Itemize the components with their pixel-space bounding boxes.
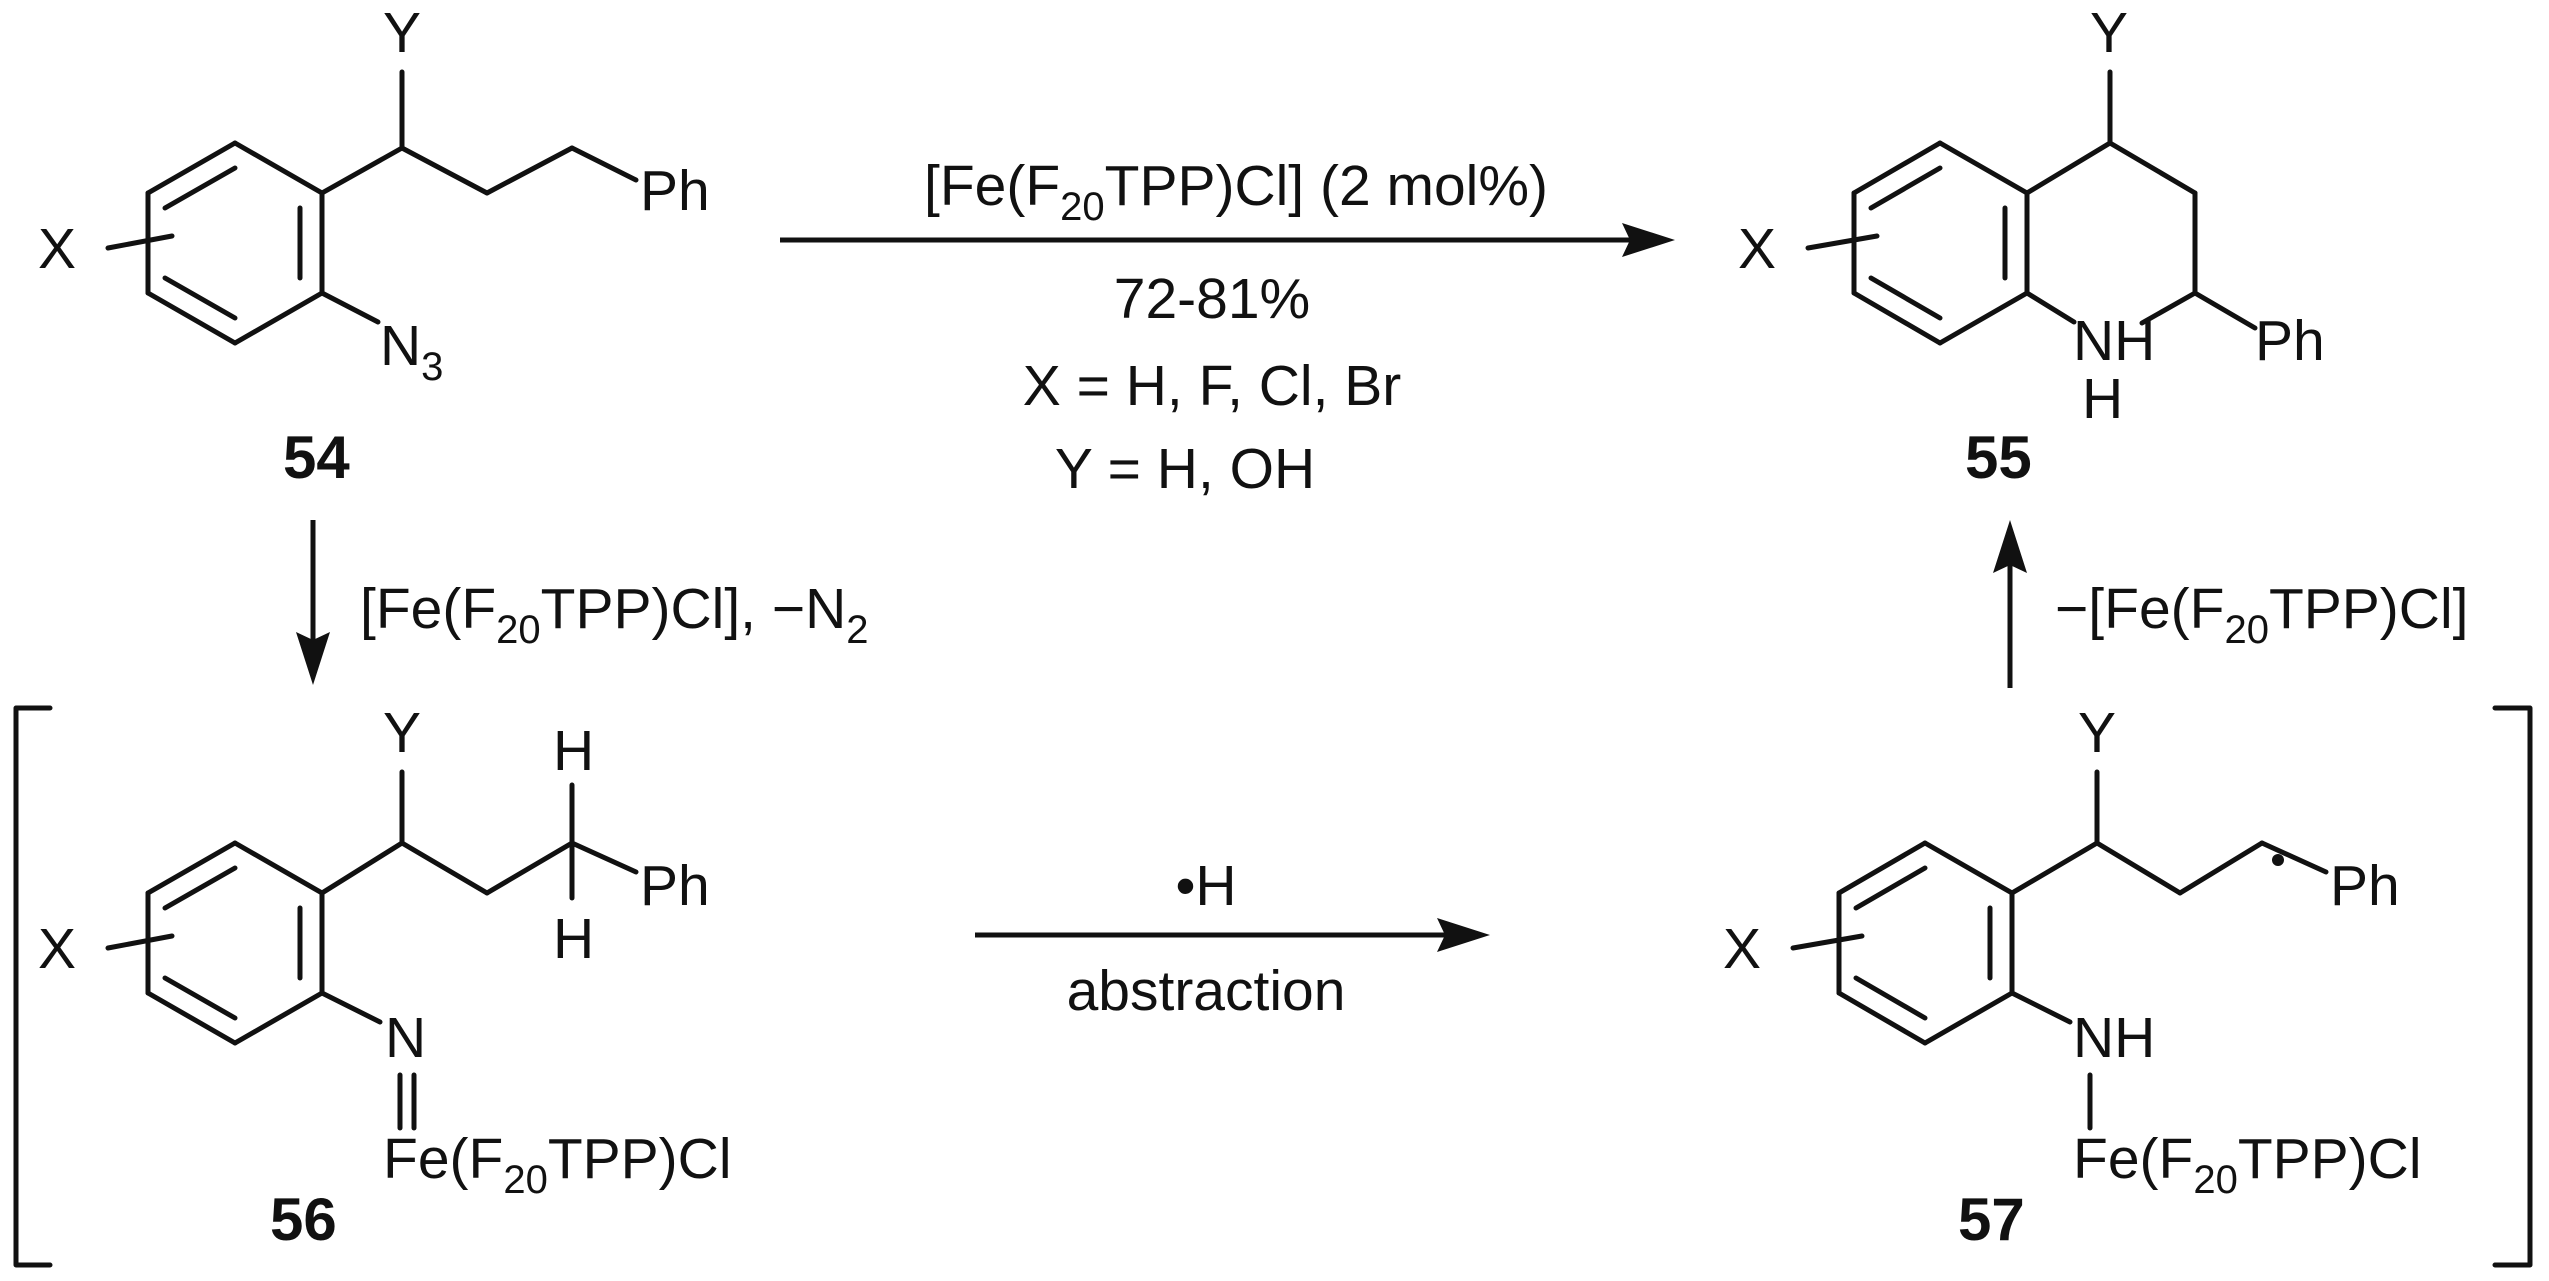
iron-porphyrin: Fe(F20TPP)Cl xyxy=(383,1127,732,1202)
chain-bond-4 xyxy=(569,145,639,183)
catalyst-loading: [Fe(F20TPP)Cl] (2 mol%) xyxy=(924,154,1548,229)
benzene-ring xyxy=(1836,840,2015,1046)
chain-bond-2 xyxy=(2094,840,2183,896)
saturated-ring xyxy=(2024,140,2198,326)
compound-55: X Y Ph NH H 55 xyxy=(1738,1,2325,491)
compound-number-55: 55 xyxy=(1965,424,2032,491)
chain-bond-3 xyxy=(484,145,575,196)
amine-h: H xyxy=(2082,367,2123,431)
bracket-left xyxy=(13,705,53,1268)
chain-bond-4 xyxy=(2259,840,2329,875)
azide-bond xyxy=(319,290,381,325)
phenyl-label: Ph xyxy=(2255,309,2325,373)
hydrogen-atom: •H xyxy=(1175,854,1236,918)
chain-bond-3 xyxy=(484,840,575,896)
x-label: X xyxy=(38,217,76,281)
compound-number-57: 57 xyxy=(1958,1186,2025,1253)
nh-label: NH xyxy=(2073,1006,2155,1070)
arrow-middle xyxy=(975,918,1490,952)
arrow-left xyxy=(296,520,330,685)
conditions-right: −[Fe(F20TPP)Cl] xyxy=(2055,577,2468,652)
bracket-right xyxy=(2492,705,2533,1268)
arrow-right xyxy=(1993,520,2027,688)
h-top-label: H xyxy=(553,719,594,783)
phenyl-label: Ph xyxy=(2330,854,2400,918)
chain-bond-1 xyxy=(319,840,405,896)
x-definition: X = H, F, Cl, Br xyxy=(1023,354,1402,418)
chain-bond-2 xyxy=(399,145,490,196)
phenyl-label: Ph xyxy=(640,159,710,223)
chain-bond-2 xyxy=(399,840,490,896)
x-label: X xyxy=(38,917,76,981)
compound-number-54: 54 xyxy=(283,424,350,491)
benzene-ring xyxy=(145,140,325,346)
y-label: Y xyxy=(383,701,421,765)
imine-n: N xyxy=(385,1006,426,1070)
chain-bond-1 xyxy=(2009,840,2100,896)
yield-range: 72-81% xyxy=(1114,267,1310,331)
chain-bond-1 xyxy=(319,145,405,196)
imine-bond xyxy=(319,990,383,1025)
y-definition: Y = H, OH xyxy=(1055,437,1315,501)
compound-57: X Y Ph NH Fe(F20TPP)Cl 57 xyxy=(1723,701,2422,1253)
y-label: Y xyxy=(2090,1,2128,65)
x-label: X xyxy=(1738,217,1776,281)
phenyl-label: Ph xyxy=(640,854,710,918)
iron-porphyrin: Fe(F20TPP)Cl xyxy=(2073,1127,2422,1202)
conditions-top: [Fe(F20TPP)Cl] (2 mol%) 72-81% X = H, F,… xyxy=(924,154,1548,501)
x-label: X xyxy=(1723,917,1761,981)
x-substituent-bond xyxy=(1790,933,1865,951)
compound-54: X Y Ph N3 54 xyxy=(38,1,710,491)
phenyl-bond xyxy=(2192,290,2258,331)
x-substituent-bond xyxy=(105,233,175,251)
benzene-ring xyxy=(1851,140,2030,346)
chain-bond-3 xyxy=(2177,840,2265,896)
intermediate-brackets xyxy=(13,705,2533,1268)
y-label: Y xyxy=(383,1,421,65)
amide-bond xyxy=(2009,990,2073,1025)
amine-nh: NH xyxy=(2073,309,2155,373)
h-bottom-label: H xyxy=(553,907,594,971)
conditions-left: [Fe(F20TPP)Cl], −N2 xyxy=(360,577,869,652)
compound-56: X Y H H Ph N Fe(F20TPP)Cl 56 xyxy=(38,701,732,1253)
azide-n: N3 xyxy=(380,314,443,389)
benzene-ring xyxy=(145,840,325,1046)
y-label: Y xyxy=(2078,701,2116,765)
radical-dot xyxy=(2272,854,2284,866)
x-substituent-bond xyxy=(105,933,175,951)
x-substituent-bond xyxy=(1805,233,1880,251)
arrow-top xyxy=(780,223,1675,257)
compound-number-56: 56 xyxy=(270,1186,337,1253)
abstraction-label: abstraction xyxy=(1067,959,1346,1023)
chain-bond-4 xyxy=(569,840,639,875)
